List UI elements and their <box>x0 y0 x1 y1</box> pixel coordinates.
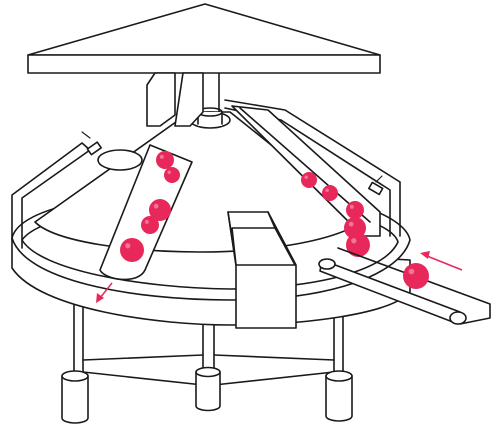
inlet-ball-3 <box>346 201 364 219</box>
conveyor-roller-right <box>449 311 467 325</box>
feed-flow-arrow <box>420 251 463 271</box>
roof-rim <box>27 54 381 74</box>
foot-center <box>195 366 221 412</box>
inlet-ball-1 <box>301 172 317 188</box>
outlet-chute-upper <box>146 72 176 127</box>
outlet-ball-4 <box>141 216 159 234</box>
inlet-chute-body <box>231 105 381 237</box>
outlet-ball-1-highlight <box>159 154 164 159</box>
inlet-ball-1-highlight <box>304 175 308 179</box>
inlet-ball-3-highlight <box>349 204 354 209</box>
side-rails <box>11 99 401 249</box>
outlet-chute-cover <box>174 72 204 127</box>
discharge-chute <box>227 211 297 329</box>
outlet-ball-2 <box>164 167 180 183</box>
outlet-ball-4-highlight <box>144 219 149 224</box>
roof-cap <box>27 3 381 74</box>
roof-top <box>27 3 381 56</box>
outlet-ball-2-highlight <box>167 170 171 174</box>
inlet-ball-2 <box>322 185 338 201</box>
inlet-chute <box>231 105 381 257</box>
outlet-ball-3-highlight <box>153 203 159 209</box>
inlet-ball-2-highlight <box>325 188 329 192</box>
leg-feet <box>61 366 353 424</box>
outlet-chute <box>96 72 204 303</box>
outlet-ball-5 <box>120 238 144 262</box>
inlet-ball-5-highlight <box>351 238 357 244</box>
conveyor-roller-left <box>318 258 336 270</box>
leg-left <box>73 299 84 379</box>
feed-conveyor <box>318 247 491 325</box>
outlet-ball-5-highlight <box>125 243 131 249</box>
conveyor-balls <box>403 263 429 289</box>
rail-left <box>11 142 91 249</box>
inlet-chute-balls <box>301 172 370 257</box>
foot-right <box>325 370 353 422</box>
foot-left <box>61 370 89 424</box>
outlet-chute-balls <box>120 151 180 262</box>
leg-braces <box>82 354 335 386</box>
inlet-ball-4-highlight <box>348 221 354 227</box>
cone-inspection-port <box>97 149 143 171</box>
conveyor-ball-1 <box>403 263 429 289</box>
outlet-flow-arrow <box>96 282 113 303</box>
outlet-ball-1 <box>156 151 174 169</box>
conveyor-ball-1-highlight <box>408 268 415 275</box>
inlet-ball-5 <box>346 233 370 257</box>
